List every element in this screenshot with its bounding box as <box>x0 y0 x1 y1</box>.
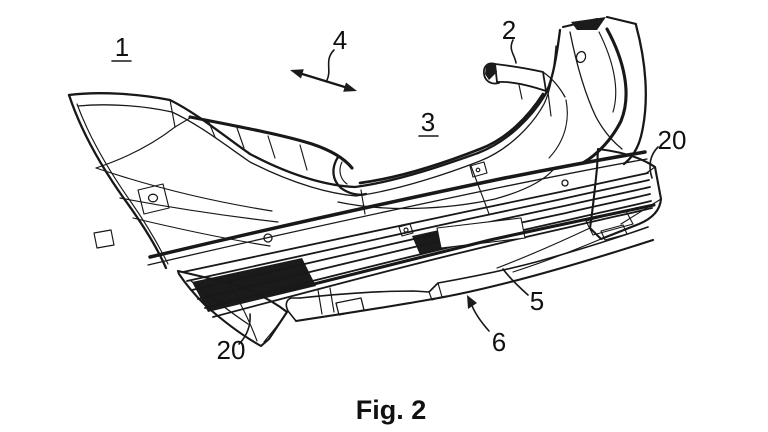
sensor-dot <box>561 179 569 187</box>
left-side-edge-inner <box>76 103 169 265</box>
reference-labels: 1 2 3 4 5 6 20 20 <box>111 15 687 365</box>
flange-tick <box>236 127 245 149</box>
double-arrow-shaft <box>297 71 350 90</box>
leader-line-6 <box>470 302 490 332</box>
leader-lines <box>238 39 659 345</box>
bracket-leg <box>547 91 552 117</box>
flange-tick <box>267 135 276 159</box>
double-arrow-head-right <box>343 82 357 92</box>
grille-slat <box>182 172 649 273</box>
bracket-hook-dark <box>485 63 497 80</box>
tow-eye-cover <box>335 297 365 316</box>
leader-line-4 <box>326 49 335 81</box>
break-hatch-mark <box>571 17 606 30</box>
wing-facet-line <box>169 99 176 128</box>
camera-clip <box>469 161 488 178</box>
grille-slat <box>212 207 653 318</box>
dip-pocket-fold <box>332 155 368 196</box>
column-crease <box>569 31 623 150</box>
bracket-arm <box>494 63 547 92</box>
ref-label-6: 6 <box>492 327 506 357</box>
diffuser-left-end <box>285 297 301 322</box>
bumper-top-edge <box>67 28 562 189</box>
parking-sensor-hole <box>147 193 159 203</box>
diffuser-top-edge <box>299 226 649 299</box>
lower-grille <box>147 150 656 318</box>
panel-seam <box>360 189 366 215</box>
lower-tab <box>93 229 115 249</box>
leader-line-5 <box>502 268 529 296</box>
trim-clip-hole <box>403 227 409 233</box>
recess-bottom-line <box>337 169 554 210</box>
ref-label-1: 1 <box>115 32 129 62</box>
break-cut-line <box>605 15 638 26</box>
left-side-edge <box>67 93 168 270</box>
leader-line-20-left <box>238 313 251 345</box>
camera-clip-hole <box>475 167 481 173</box>
column-swoosh-inner <box>598 31 617 113</box>
bracket-join-line <box>542 71 566 98</box>
ref-label-2: 2 <box>502 15 516 45</box>
wing-crease-line <box>95 167 273 212</box>
bracket-box <box>585 210 634 236</box>
bracket-hook <box>482 62 500 85</box>
corner-trim-left-crease <box>263 311 288 343</box>
column-swoosh-band <box>581 27 628 165</box>
bracket-box <box>600 224 628 241</box>
bumper-right-column <box>548 15 647 166</box>
ref-label-5: 5 <box>530 286 544 316</box>
leader-line-2 <box>510 39 517 64</box>
column-hole <box>575 50 587 64</box>
corner-trim-left-outline <box>176 269 289 348</box>
bumper-fascia <box>67 28 569 270</box>
wing-crease-line <box>119 197 279 223</box>
column-lower-crease <box>548 99 568 159</box>
wing-facet-line <box>95 126 176 169</box>
dip-edge-shadow-band <box>358 92 545 185</box>
grille-lower-lip-band <box>268 203 656 297</box>
flange-tick <box>299 144 308 171</box>
sensor-panel <box>137 183 170 215</box>
corner-trim-right-crease <box>620 198 662 225</box>
license-plate-blank <box>436 217 526 249</box>
corner-trim-right-outline <box>588 147 663 241</box>
corner-trim-left-crease <box>228 282 258 342</box>
double-arrow-head-left <box>290 69 304 79</box>
underbody-leg <box>329 287 335 313</box>
wing-crease-line <box>132 217 271 247</box>
trim-clip <box>398 223 414 237</box>
diffuser-step <box>428 282 443 301</box>
leader-line-20-right <box>649 146 659 179</box>
ref-label-20-right: 20 <box>658 125 687 155</box>
mounting-bracket <box>482 62 566 117</box>
ref-label-20-left: 20 <box>217 335 246 365</box>
wing-facet-line <box>174 117 191 128</box>
dip-pocket-inner <box>339 161 348 185</box>
leader-6-arrowhead <box>467 295 477 309</box>
valance-left-edge <box>189 279 249 325</box>
upper-flange-band <box>188 115 354 170</box>
direction-arrow <box>290 69 357 92</box>
ref-label-4: 4 <box>333 25 347 55</box>
ref-label-3: 3 <box>421 107 435 137</box>
underbody-leg <box>317 289 323 315</box>
under-structure-line <box>496 227 591 269</box>
grille-slat <box>186 179 650 282</box>
corner-trim-left <box>176 269 289 348</box>
diffuser-panel <box>189 226 655 325</box>
under-structure-line <box>512 238 602 273</box>
bracket-leg <box>518 84 523 100</box>
figure-caption: Fig. 2 <box>356 395 427 425</box>
flange-tick <box>207 119 216 138</box>
